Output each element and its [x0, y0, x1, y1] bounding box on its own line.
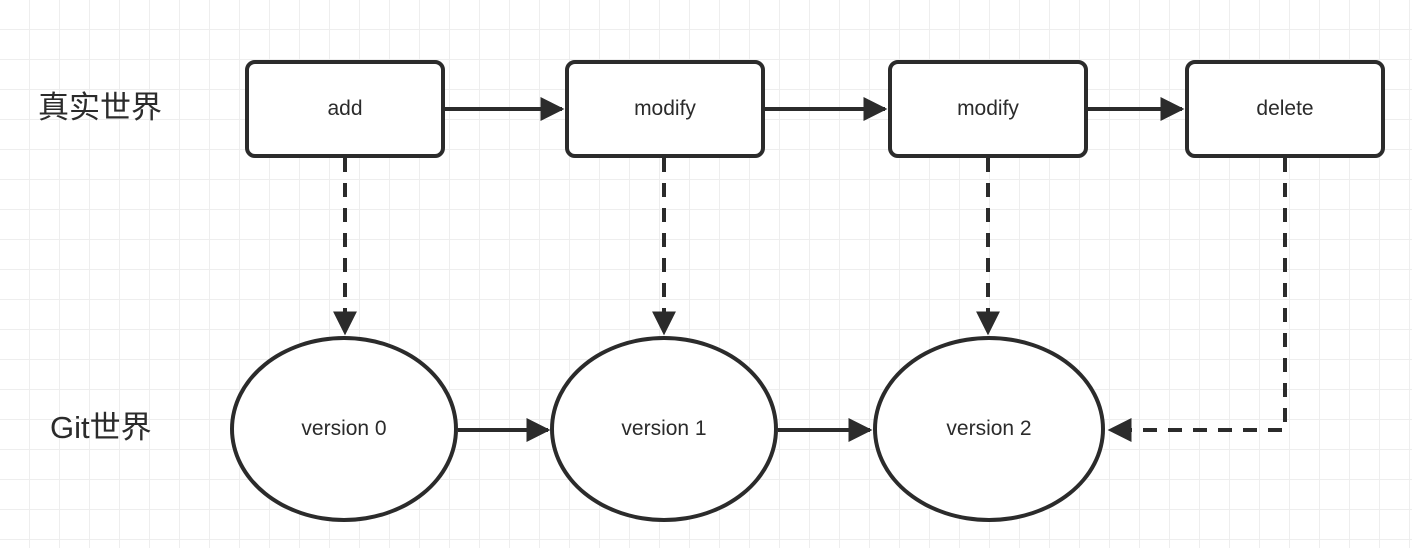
node-modify-2[interactable]: modify: [888, 60, 1088, 158]
node-delete-label: delete: [1256, 97, 1314, 120]
node-add[interactable]: add: [245, 60, 445, 158]
node-version-1-label: version 1: [621, 417, 707, 440]
node-version-0-label: version 0: [301, 417, 387, 440]
node-version-1[interactable]: version 1: [550, 336, 778, 522]
node-add-label: add: [327, 97, 363, 120]
node-version-0[interactable]: version 0: [230, 336, 458, 522]
node-version-2-label: version 2: [946, 417, 1032, 440]
node-modify-1[interactable]: modify: [565, 60, 765, 158]
node-modify-2-label: modify: [957, 97, 1019, 120]
node-version-2[interactable]: version 2: [873, 336, 1105, 522]
node-modify-1-label: modify: [634, 97, 696, 120]
row-label-real-world: 真实世界: [38, 90, 162, 125]
node-delete[interactable]: delete: [1185, 60, 1385, 158]
row-label-git-world: Git世界: [50, 410, 152, 445]
edge-delete-to-version2: [1107, 158, 1287, 442]
